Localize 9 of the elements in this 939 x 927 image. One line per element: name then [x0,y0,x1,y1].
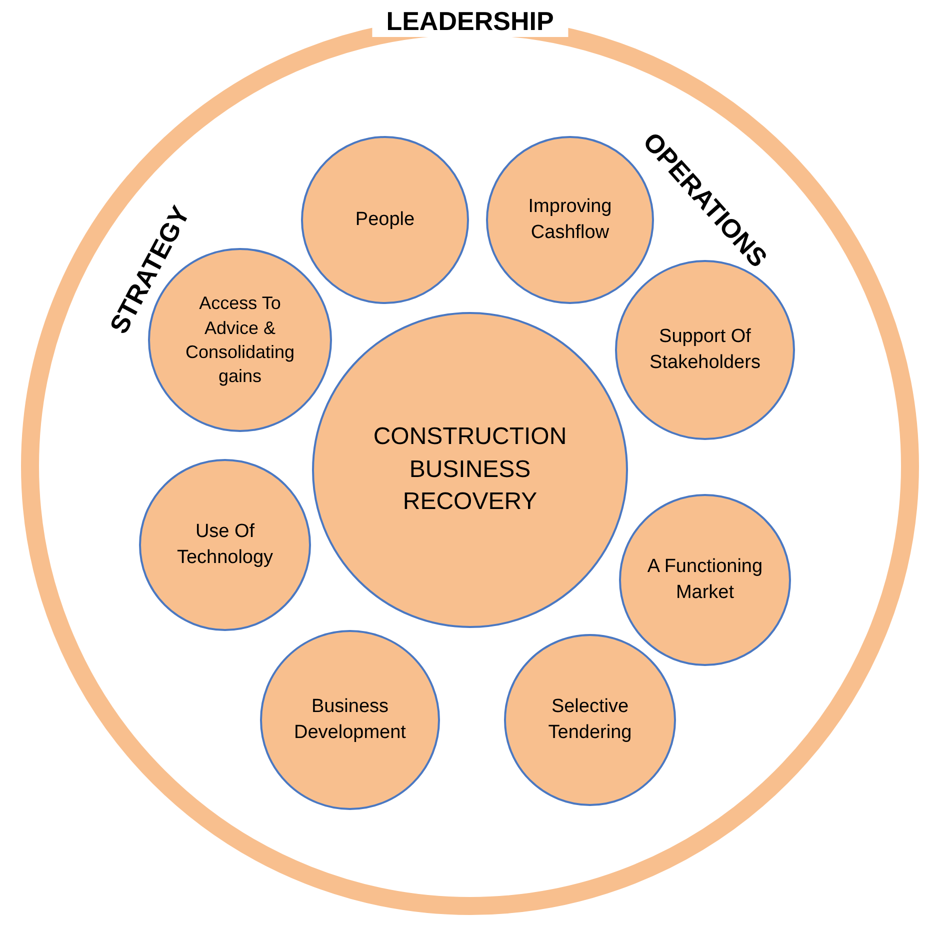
circle-label: Access To Advice & Consolidating gains [185,293,296,388]
circle-label: Use Of Technology [176,520,274,570]
circle-label: A Functioning Market [646,555,764,605]
circle-label: Improving Cashflow [527,195,613,245]
circle-label: Selective Tendering [547,695,633,745]
circle-label: CONSTRUCTION BUSINESS RECOVERY [372,422,568,518]
circle-label: Business Development [293,695,407,745]
circle-label: People [354,208,416,232]
circle-label: Support Of Stakeholders [648,325,762,375]
